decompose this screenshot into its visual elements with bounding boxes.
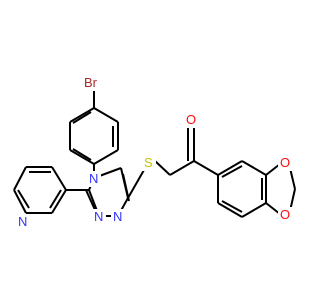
thioether-linker bbox=[127, 126, 219, 199]
benzodioxole-ring bbox=[217, 160, 296, 218]
triazole-n4-label: N bbox=[89, 171, 98, 186]
dioxole-oxygen-top-label: O bbox=[280, 155, 290, 170]
molecule-canvas: Br N N N N S O O O bbox=[13, 75, 296, 230]
atom-labels: Br N N N N S O O O bbox=[16, 75, 292, 230]
triazole-n1-label: N bbox=[113, 209, 122, 224]
triazole-n2-label: N bbox=[94, 209, 103, 224]
ketone-oxygen-label: O bbox=[186, 112, 196, 127]
pyridine-ring bbox=[13, 166, 89, 214]
structure-drawing: Br N N N N S O O O bbox=[13, 75, 296, 230]
pyridine-nitrogen-label: N bbox=[18, 214, 27, 229]
dioxole-oxygen-bottom-label: O bbox=[280, 207, 290, 222]
sulfur-label: S bbox=[144, 155, 153, 170]
bromophenyl-ring bbox=[69, 88, 119, 165]
bromine-label: Br bbox=[84, 75, 98, 90]
